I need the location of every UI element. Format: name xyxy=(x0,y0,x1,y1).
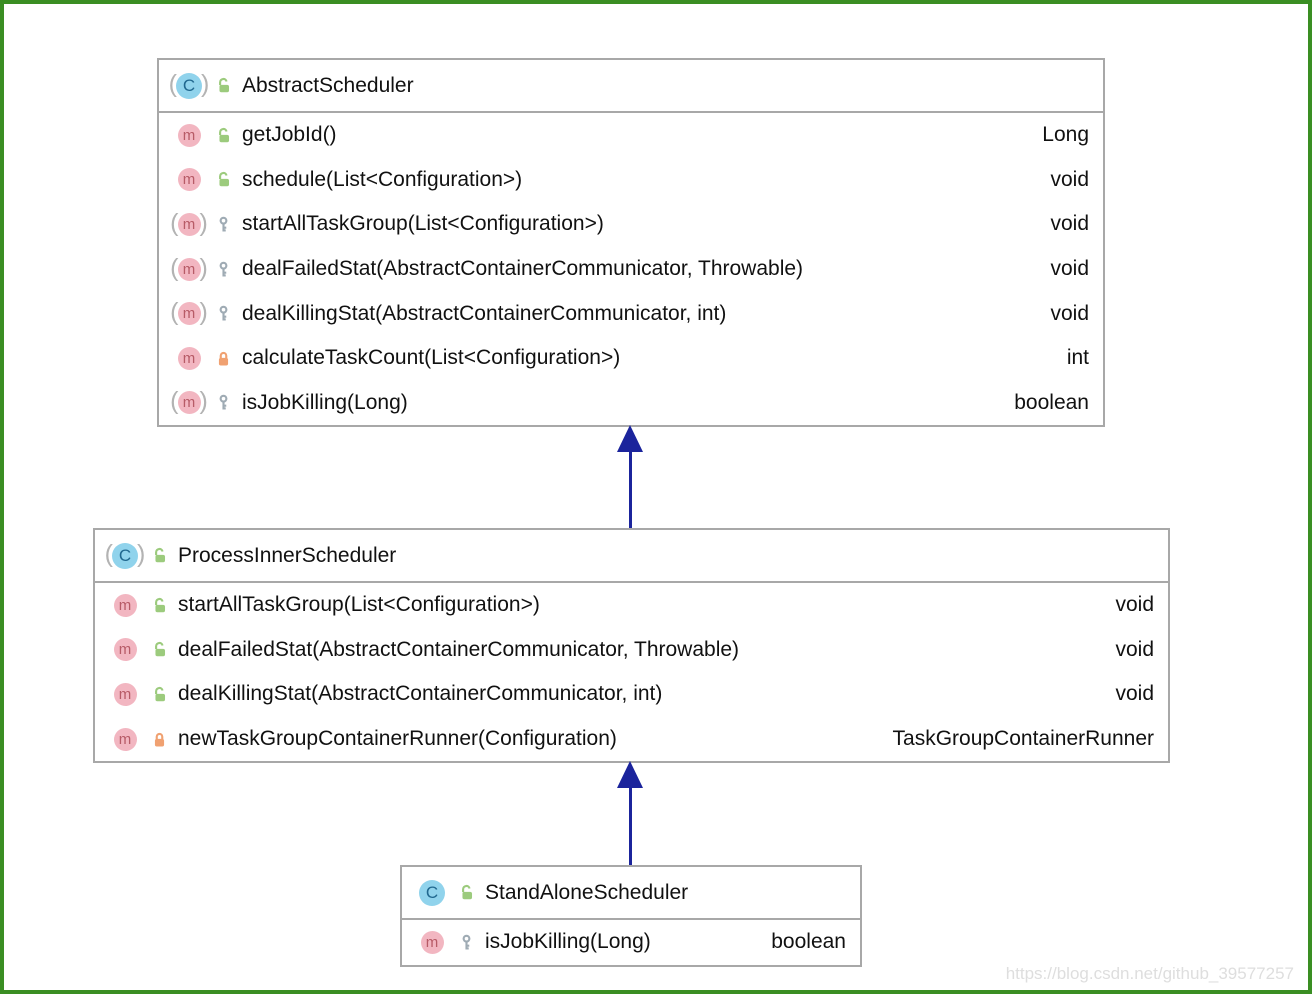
abstract-class-icon: (C) xyxy=(168,70,210,99)
class-name: StandAloneScheduler xyxy=(485,880,689,904)
method-row[interactable]: (m) startAllTaskGroup(List<Configuration>… xyxy=(159,202,1103,247)
arrow-line xyxy=(629,786,632,865)
method-row[interactable]: m calculateTaskCount(List<Configuration>)… xyxy=(159,336,1103,381)
return-type: void xyxy=(1115,637,1154,661)
return-type: void xyxy=(1050,167,1089,191)
key-icon xyxy=(215,261,232,278)
open-lock-icon xyxy=(151,641,168,658)
key-icon xyxy=(458,934,475,951)
method-signature: dealKillingStat(AbstractContainerCommuni… xyxy=(242,301,727,325)
class-header[interactable]: (C) ProcessInnerScheduler xyxy=(95,530,1168,583)
method-list: m startAllTaskGroup(List<Configuration>) v… xyxy=(95,583,1168,761)
method-list: m getJobId() Long m schedule(List<Configurat… xyxy=(159,113,1103,425)
method-icon: m xyxy=(105,638,145,662)
key-icon xyxy=(215,216,232,233)
abstract-method-icon: (m) xyxy=(170,208,208,237)
open-lock-icon xyxy=(215,77,232,94)
method-signature: dealFailedStat(AbstractContainerCommunic… xyxy=(242,257,804,281)
watermark: https://blog.csdn.net/github_39577257 xyxy=(1005,964,1294,983)
arrow-line xyxy=(629,450,632,528)
method-signature: isJobKilling(Long) xyxy=(485,930,651,954)
method-row[interactable]: (m) dealFailedStat(AbstractContainerCommu… xyxy=(159,247,1103,292)
return-type: boolean xyxy=(771,930,846,954)
method-icon: m xyxy=(169,168,209,192)
method-row[interactable]: m schedule(List<Configuration>) void xyxy=(159,158,1103,203)
method-icon: m xyxy=(412,930,452,954)
class-icon: C xyxy=(412,879,452,906)
closed-lock-icon xyxy=(215,350,232,367)
method-row[interactable]: m dealFailedStat(AbstractContainerCommuni… xyxy=(95,628,1168,673)
return-type: boolean xyxy=(1014,390,1089,414)
method-row[interactable]: m getJobId() Long xyxy=(159,113,1103,158)
arrow-head-icon xyxy=(617,761,643,788)
return-type: void xyxy=(1050,301,1089,325)
class-node-abstractscheduler[interactable]: (C) AbstractScheduler m getJobId() Long m sc… xyxy=(157,58,1105,428)
abstract-method-icon: (m) xyxy=(170,253,208,282)
method-signature: newTaskGroupContainerRunner(Configuratio… xyxy=(178,727,617,751)
class-header[interactable]: C StandAloneScheduler xyxy=(402,867,860,920)
key-icon xyxy=(215,394,232,411)
abstract-method-icon: (m) xyxy=(170,298,208,327)
method-signature: dealKillingStat(AbstractContainerCommuni… xyxy=(178,682,663,706)
method-icon: m xyxy=(105,727,145,751)
method-row[interactable]: m dealKillingStat(AbstractContainerCommun… xyxy=(95,672,1168,717)
abstract-class-icon: (C) xyxy=(104,540,146,569)
method-row[interactable]: (m) isJobKilling(Long) boolean xyxy=(159,381,1103,426)
method-signature: isJobKilling(Long) xyxy=(242,390,408,414)
open-lock-icon xyxy=(151,597,168,614)
method-signature: getJobId() xyxy=(242,123,337,147)
method-row[interactable]: m isJobKilling(Long) boolean xyxy=(402,920,860,965)
class-name: ProcessInnerScheduler xyxy=(178,543,397,567)
open-lock-icon xyxy=(458,884,475,901)
class-name: AbstractScheduler xyxy=(242,73,414,97)
return-type: TaskGroupContainerRunner xyxy=(892,727,1154,751)
method-signature: dealFailedStat(AbstractContainerCommunic… xyxy=(178,637,740,661)
method-icon: m xyxy=(105,682,145,706)
open-lock-icon xyxy=(151,686,168,703)
method-row[interactable]: m startAllTaskGroup(List<Configuration>) v… xyxy=(95,583,1168,628)
method-signature: startAllTaskGroup(List<Configuration>) xyxy=(242,212,604,236)
return-type: int xyxy=(1066,346,1089,370)
open-lock-icon xyxy=(215,127,232,144)
method-icon: m xyxy=(105,593,145,617)
method-row[interactable]: m newTaskGroupContainerRunner(Configurati… xyxy=(95,717,1168,762)
class-header[interactable]: (C) AbstractScheduler xyxy=(159,60,1103,113)
method-row[interactable]: (m) dealKillingStat(AbstractContainerComm… xyxy=(159,291,1103,336)
class-node-processinnerscheduler[interactable]: (C) ProcessInnerScheduler m startAllTaskG… xyxy=(93,528,1170,764)
return-type: void xyxy=(1115,682,1154,706)
method-signature: calculateTaskCount(List<Configuration>) xyxy=(242,346,621,370)
return-type: void xyxy=(1050,257,1089,281)
key-icon xyxy=(215,305,232,322)
return-type: void xyxy=(1115,593,1154,617)
return-type: Long xyxy=(1042,123,1089,147)
class-node-standalonescheduler[interactable]: C StandAloneScheduler m isJobKilling(Long… xyxy=(400,865,862,967)
method-signature: startAllTaskGroup(List<Configuration>) xyxy=(178,593,540,617)
return-type: void xyxy=(1050,212,1089,236)
method-signature: schedule(List<Configuration>) xyxy=(242,167,523,191)
closed-lock-icon xyxy=(151,731,168,748)
open-lock-icon xyxy=(215,171,232,188)
method-list: m isJobKilling(Long) boolean xyxy=(402,920,860,965)
method-icon: m xyxy=(169,123,209,147)
open-lock-icon xyxy=(151,547,168,564)
arrow-head-icon xyxy=(617,425,643,452)
abstract-method-icon: (m) xyxy=(170,387,208,416)
method-icon: m xyxy=(169,346,209,370)
